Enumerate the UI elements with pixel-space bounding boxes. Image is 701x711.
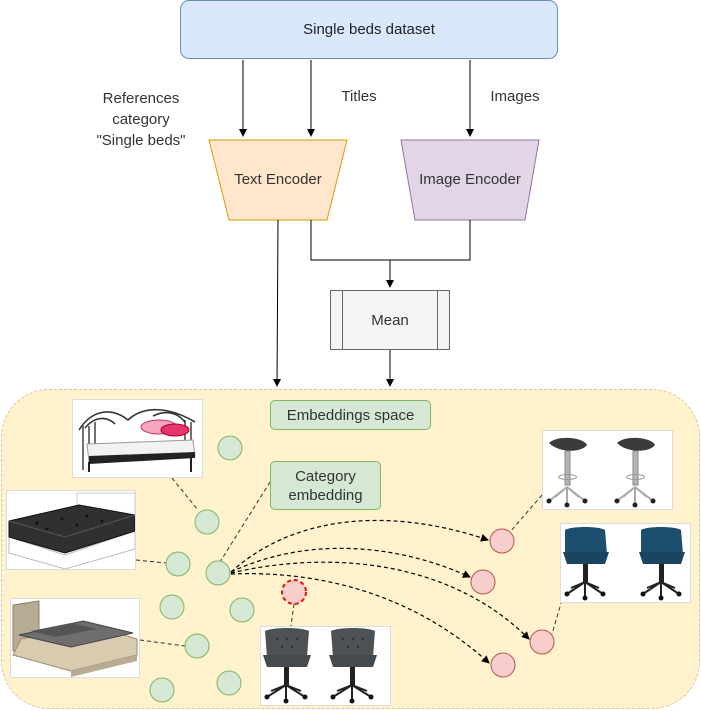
outlier-point: [489, 528, 515, 554]
mean-box: Mean: [330, 290, 450, 350]
arrow-text-encoder-to-space: [273, 219, 282, 387]
embedding-point: [194, 509, 220, 535]
grey-office-chairs-image: [260, 626, 391, 706]
embeddings-space-label: Embeddings space: [270, 400, 431, 430]
link-category-point: [219, 481, 271, 563]
category-embedding-line-1: Category: [295, 467, 356, 485]
link-greychairs-point: [290, 603, 295, 627]
curve-to-red-point-2: [230, 547, 471, 578]
images-label: Images: [490, 88, 540, 105]
blue-office-chairs-image: [560, 523, 691, 603]
references-line-1: References: [102, 90, 180, 107]
link-stools-point: [509, 494, 543, 533]
wooden-bed-image: [10, 598, 140, 678]
embedding-point: [184, 633, 210, 659]
embedding-point: [159, 594, 185, 620]
references-line-2: category: [112, 111, 170, 128]
category-embedding-label: Category embedding: [270, 461, 381, 510]
bar-stools-image: [542, 430, 673, 510]
text-encoder-shape: [208, 139, 348, 221]
link-blackbed-point: [135, 559, 167, 564]
embedding-point: [149, 677, 175, 703]
embedding-point: [165, 551, 191, 577]
outlier-candidate-point: [281, 579, 307, 605]
image-encoder-shape: [400, 139, 540, 221]
text-encoder-label: Text Encoder: [234, 171, 322, 188]
titles-label: Titles: [341, 88, 377, 105]
embedding-point: [217, 435, 243, 461]
curve-to-red-point-1: [230, 519, 489, 573]
connector-image-to-mean: [390, 220, 471, 261]
outlier-point: [470, 569, 496, 595]
link-woodbed-point: [139, 639, 186, 647]
curve-to-red-point-4: [230, 573, 490, 664]
image-encoder-label: Image Encoder: [419, 171, 521, 188]
references-line-3: "Single beds": [96, 132, 186, 149]
black-mattress-bed-image: [6, 490, 136, 570]
daybed-image: [72, 399, 203, 478]
mean-label: Mean: [371, 311, 409, 329]
link-bluechairs-point: [551, 599, 563, 635]
embedding-point: [229, 597, 255, 623]
embeddings-space-title: Embeddings space: [286, 406, 415, 424]
dataset-label: Single beds dataset: [303, 21, 435, 38]
category-embedding-point: [205, 560, 231, 586]
curve-to-red-point-3: [230, 561, 530, 640]
references-label: References category "Single beds": [80, 88, 202, 151]
outlier-point: [529, 629, 555, 655]
category-embedding-line-2: embedding: [288, 486, 363, 504]
outlier-point: [490, 652, 516, 678]
single-beds-dataset-box: Single beds dataset: [180, 0, 558, 59]
connector-text-to-mean: [310, 220, 390, 261]
link-daybed-point: [171, 477, 199, 511]
embedding-point: [216, 670, 242, 696]
